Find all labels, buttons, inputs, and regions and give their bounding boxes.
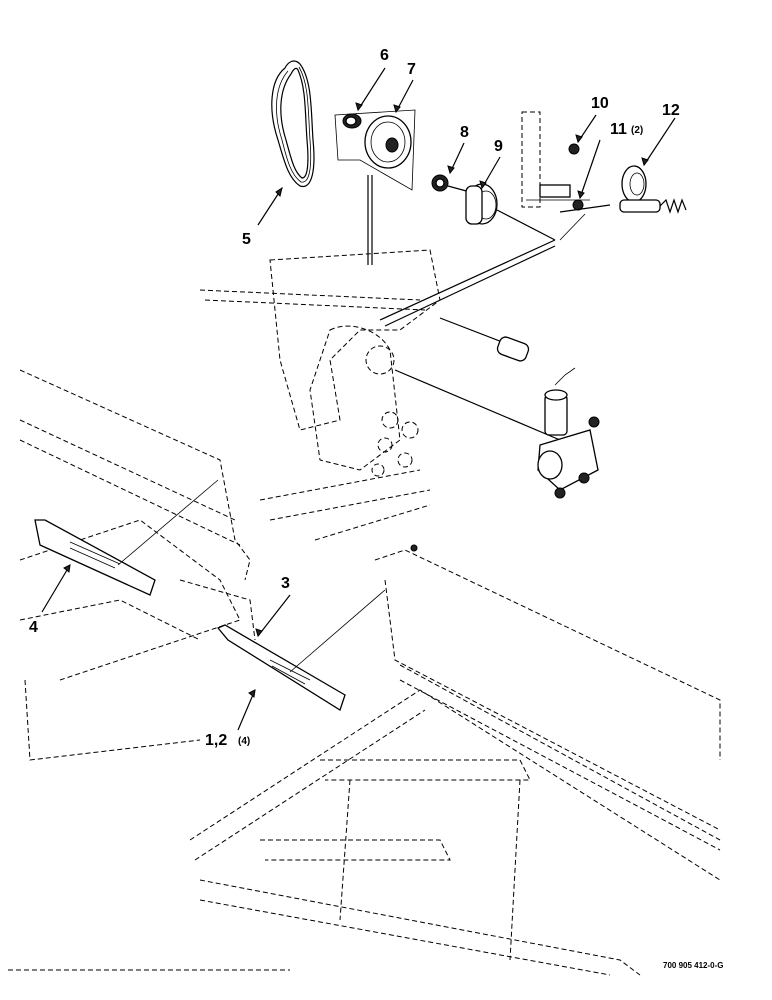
callout-12: 12 [662,102,680,119]
callout-10: 10 [591,95,609,112]
pulley-group-8-9 [379,174,556,327]
leader-arrows [41,67,676,731]
drive-frame [199,249,561,541]
callout-4: 4 [29,619,38,636]
callout-5: 5 [242,231,251,248]
belt-part [271,60,315,187]
callout-8: 8 [460,124,469,141]
shield-part-4 [34,479,219,596]
callout-1-2-qty: (4) [238,736,250,747]
hydraulic-motor [537,367,600,499]
callout-6: 6 [380,47,389,64]
right-rail [189,544,721,976]
pulley-group-6-7 [334,109,416,265]
left-rail [19,369,256,761]
document-number: 700 905 412-0-G [663,961,724,970]
shield-part-3 [216,589,386,711]
callout-7: 7 [407,61,416,78]
idler-group-10-11-12 [521,111,687,241]
callout-11-qty: (2) [631,125,643,136]
callout-11: 11 [610,121,627,138]
callout-1-2: 1,2 [205,732,227,749]
callout-3: 3 [281,575,290,592]
callout-9: 9 [494,138,503,155]
